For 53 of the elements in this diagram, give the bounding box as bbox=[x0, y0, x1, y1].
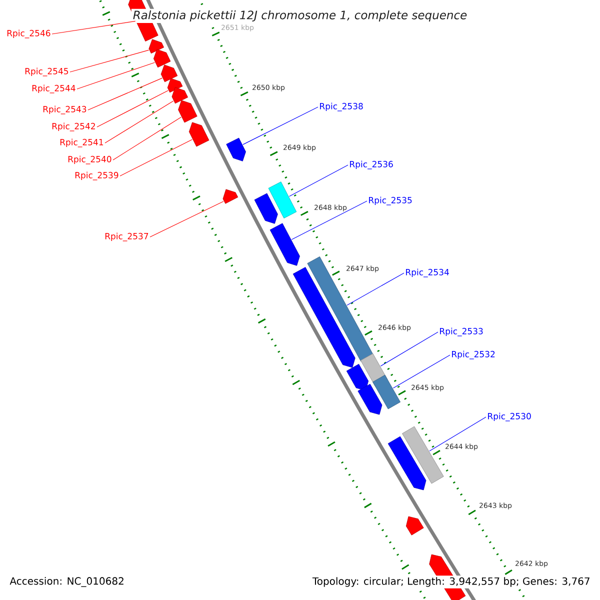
gene-label: Rpic_2544 bbox=[32, 84, 76, 94]
gene-label: Rpic_2536 bbox=[350, 160, 393, 170]
leader-line bbox=[112, 116, 182, 160]
gene-label: Rpic_2545 bbox=[25, 68, 68, 76]
leader-line bbox=[380, 332, 438, 366]
leader-line bbox=[150, 201, 224, 238]
gene-label: Rpic_2541 bbox=[60, 138, 104, 148]
gene-label: Rpic_2533 bbox=[440, 328, 483, 336]
gene-label: Rpic_2530 bbox=[488, 412, 531, 422]
leader-line bbox=[392, 354, 450, 388]
gene-label: Rpic_2537 bbox=[105, 232, 148, 242]
gene-label: Rpic_2546 bbox=[7, 30, 50, 38]
gene-feature bbox=[188, 122, 210, 147]
gene-label: Rpic_2534 bbox=[406, 268, 449, 278]
gene-block bbox=[372, 374, 400, 410]
leader-line bbox=[76, 62, 156, 90]
gene-label: Rpic_2532 bbox=[452, 350, 495, 360]
gene-feature bbox=[346, 364, 369, 391]
gene-feature bbox=[358, 384, 382, 415]
gene-label: Rpic_2543 bbox=[43, 106, 86, 114]
gene-block bbox=[402, 426, 444, 484]
leader-line bbox=[88, 78, 162, 110]
gene-feature bbox=[167, 78, 183, 93]
gene-feature bbox=[172, 87, 188, 104]
leader-line bbox=[429, 416, 486, 452]
gene-feature bbox=[406, 516, 424, 536]
leader-line bbox=[52, 20, 136, 34]
gene-label: Rpic_2538 bbox=[320, 102, 363, 112]
gene-label: Rpic_2539 bbox=[75, 172, 118, 180]
gene-feature bbox=[270, 223, 300, 266]
accession-text: Accession: NC_010682 bbox=[8, 576, 126, 588]
gene-feature bbox=[226, 138, 246, 162]
gene-feature bbox=[160, 64, 178, 82]
genome-info-text: Topology: circular; Length: 3,942,557 bp; Genes: 3,767 bbox=[310, 576, 592, 588]
leader-line bbox=[120, 139, 192, 176]
gene-feature bbox=[178, 100, 198, 123]
gene-feature bbox=[148, 39, 164, 54]
leader-line bbox=[288, 164, 348, 197]
leader-line bbox=[70, 50, 150, 72]
gene-feature bbox=[388, 436, 426, 490]
gene-label: Rpic_2540 bbox=[68, 156, 112, 164]
leader-line bbox=[346, 272, 404, 306]
map-title: Ralstonia pickettii 12J chromosome 1, complete sequence bbox=[131, 8, 469, 24]
gene-feature bbox=[254, 193, 278, 224]
gene-feature bbox=[153, 49, 171, 68]
gene-label: Rpic_2535 bbox=[369, 196, 412, 206]
gene-label: Rpic_2542 bbox=[52, 122, 95, 132]
gene-block bbox=[268, 182, 297, 218]
gene-feature bbox=[222, 189, 238, 204]
leader-line bbox=[96, 90, 168, 128]
leader-line bbox=[242, 106, 318, 145]
leader-line bbox=[104, 100, 174, 144]
leader-line bbox=[291, 200, 368, 240]
